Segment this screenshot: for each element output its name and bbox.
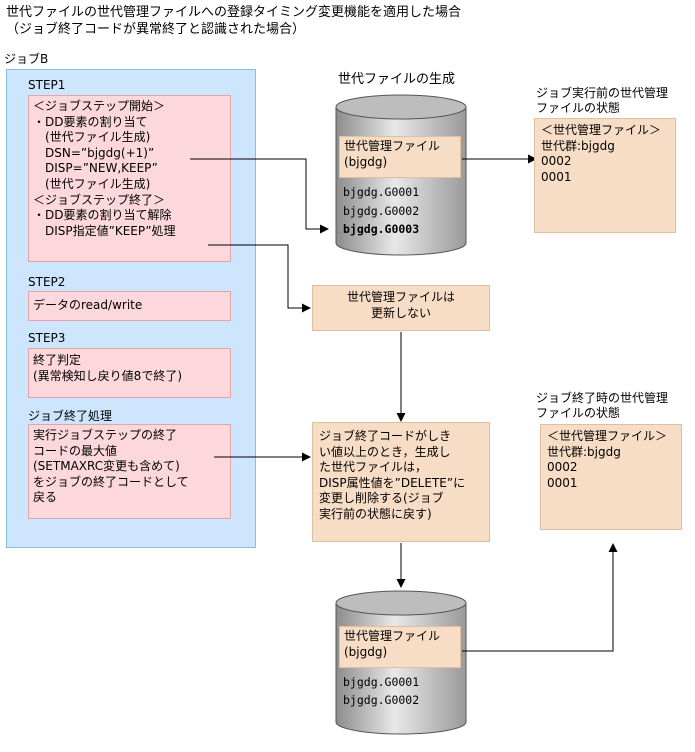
cylinder1-file-3: bjgdg.G0003: [343, 222, 420, 236]
cylinder2-label: 世代管理ファイル (bjgdg): [339, 626, 461, 668]
step2-label: STEP2: [28, 275, 66, 289]
arrow-dsn-to-g0003: [190, 158, 329, 234]
step1-box: ＜ジョブステップ開始＞ ・DD要素の割り当て (世代ファイル生成) DSN=”b…: [28, 95, 231, 262]
cylinder1-file-1: bjgdg.G0001: [343, 185, 420, 199]
diagram-title: 世代ファイルの世代管理ファイルへの登録タイミング変更機能を適用した場合 （ジョブ…: [6, 5, 462, 37]
generation-heading: 世代ファイルの生成: [338, 72, 456, 87]
job-end-box: 実行ジョブステップの終了 コードの最大値 (SETMAXRC変更も含めて) をジ…: [28, 424, 231, 519]
job-b-label: ジョブB: [4, 52, 49, 66]
cylinder1-file-2: bjgdg.G0002: [343, 204, 420, 218]
cylinder2-file-1: bjgdg.G0001: [343, 675, 420, 689]
step1-label: STEP1: [28, 78, 66, 92]
step3-box: 終了判定 (異常検知し戻り値8で終了): [28, 348, 231, 398]
after-heading: ジョブ終了時の世代管理 ファイルの状態: [536, 391, 669, 420]
job-end-label: ジョブ終了処理: [28, 409, 113, 423]
cylinder1-label: 世代管理ファイル (bjgdg): [339, 136, 461, 178]
after-box: ＜世代管理ファイル＞ 世代群:bjgdg 0002 0001: [540, 424, 682, 530]
before-heading: ジョブ実行前の世代管理 ファイルの状態: [536, 86, 669, 115]
cylinder2-file-2: bjgdg.G0002: [343, 693, 420, 707]
before-box: ＜世代管理ファイル＞ 世代群:bjgdg 0002 0001: [534, 118, 676, 233]
step3-label: STEP3: [28, 331, 66, 345]
step2-box: データのread/write: [28, 291, 231, 321]
arrow-keep-to-no-update: [208, 244, 311, 313]
arrow-cylinder-to-after: [462, 543, 618, 652]
delete-box: ジョブ終了コードがしき い値以上のとき，生成し た世代ファイルは， DISP属性…: [312, 422, 490, 542]
no-update-box: 世代管理ファイルは 更新しない: [312, 285, 490, 331]
